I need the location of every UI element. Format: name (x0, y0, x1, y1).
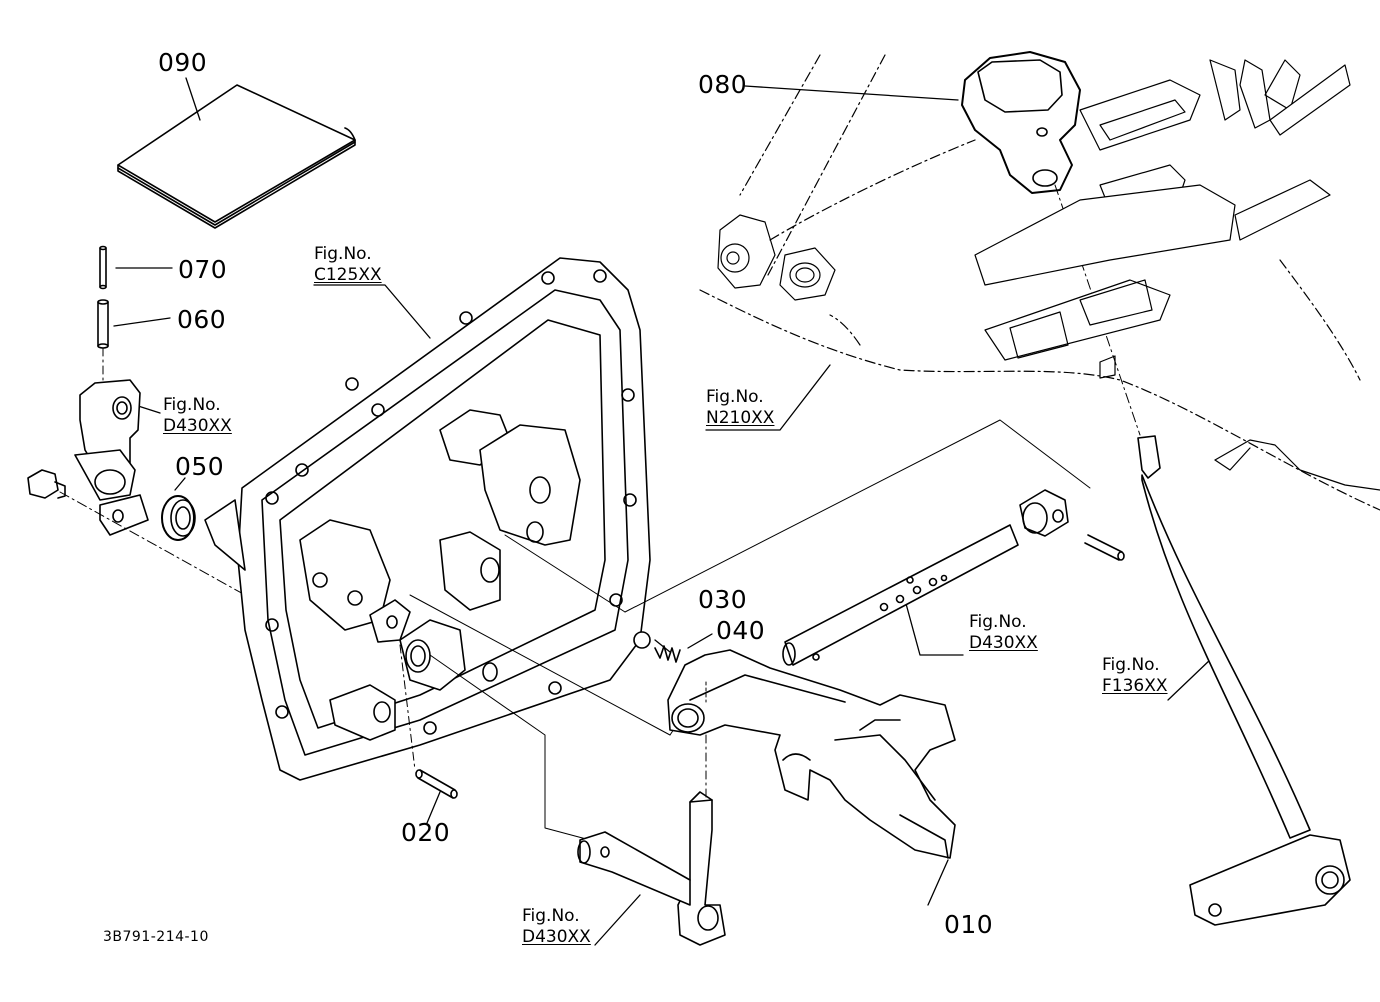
fig-ref-label: Fig.No. (1102, 655, 1160, 675)
fig-ref-code: N210XX (706, 408, 775, 428)
shift-fork-010 (667, 649, 956, 859)
part-number-090: 090 (158, 48, 208, 77)
fig-ref-code: D430XX (969, 633, 1038, 653)
assembly-axis (59, 491, 291, 621)
machine-body-outline (699, 54, 1380, 511)
part-number-070: 070 (178, 255, 228, 284)
fig-ref-label: Fig.No. (969, 612, 1027, 632)
ball-030 (633, 631, 651, 649)
leader-lines (113, 77, 1213, 946)
fig-ref-code: D430XX (163, 416, 232, 436)
operator-manual-sheet (117, 84, 356, 229)
fig-ref-rod[interactable]: Fig.No. D430XX (969, 612, 1038, 654)
document-code: 3B791-214-10 (103, 929, 209, 945)
fig-ref-label: Fig.No. (522, 906, 580, 926)
spring-pin-070 (99, 245, 107, 290)
fig-ref-cover[interactable]: Fig.No. C125XX (314, 244, 382, 286)
fig-ref-lower-arm[interactable]: Fig.No. D430XX (522, 906, 591, 948)
pin-020 (399, 644, 458, 799)
shift-arm-left (74, 379, 149, 536)
fig-ref-arm[interactable]: Fig.No. D430XX (163, 395, 232, 437)
fig-ref-body[interactable]: Fig.No. N210XX (706, 387, 774, 429)
fig-ref-lever[interactable]: Fig.No. F136XX (1102, 655, 1168, 697)
part-number-050: 050 (175, 452, 225, 481)
fig-ref-label: Fig.No. (314, 244, 372, 264)
fig-ref-label: Fig.No. (706, 387, 764, 407)
part-number-040: 040 (716, 616, 766, 645)
phantom-lines (409, 419, 1091, 841)
spring-040 (654, 645, 681, 663)
bolt (27, 469, 66, 499)
part-number-030: 030 (698, 585, 748, 614)
fig-ref-code: D430XX (522, 927, 591, 947)
fig-ref-label: Fig.No. (163, 395, 221, 415)
gearbox-cover-plate (204, 257, 651, 781)
part-number-080: 080 (698, 70, 748, 99)
fig-ref-code: C125XX (314, 265, 382, 285)
part-number-020: 020 (401, 818, 451, 847)
part-number-010: 010 (944, 910, 994, 939)
collar (1019, 489, 1125, 561)
shift-rod (782, 524, 1019, 666)
oil-seal-050 (161, 495, 196, 541)
fig-ref-code: F136XX (1102, 676, 1168, 696)
part-number-060: 060 (177, 305, 227, 334)
shift-lever-rod (1137, 435, 1351, 926)
shift-lever-arm (577, 791, 726, 946)
